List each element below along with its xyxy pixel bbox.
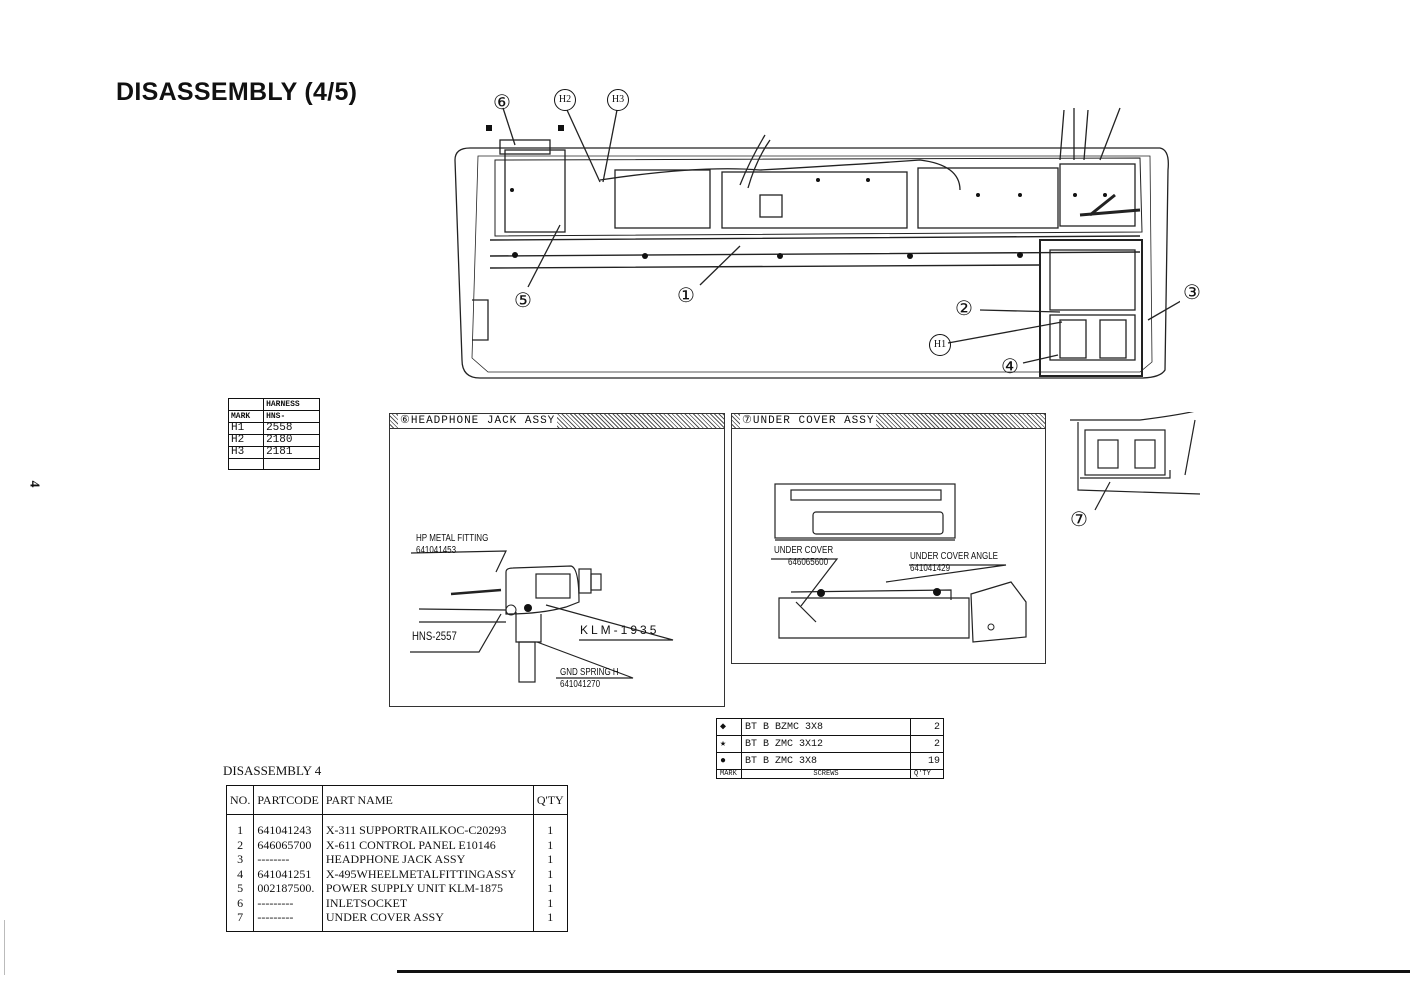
under-cover-label: UNDER COVER — [774, 545, 834, 556]
harness-mark: H3 — [227, 446, 265, 459]
screw-mark: ◆ — [716, 718, 742, 736]
callout-7: ⑦ — [1070, 509, 1088, 531]
screw-spec: BT B ZMC 3X12 — [741, 735, 911, 753]
screw-qty: 19 — [910, 752, 944, 770]
screw-qty: 2 — [910, 735, 944, 753]
screw-spec: BT B ZMC 3X8 — [741, 752, 911, 770]
callout-4: ④ — [1001, 356, 1019, 378]
harness-code: 2181 — [263, 446, 320, 459]
callout-2: ② — [955, 298, 973, 320]
hns-label: HNS-2557 — [412, 629, 457, 643]
gnd-spring-label: GND SPRING H — [560, 667, 619, 678]
harness-hns-header: HNS- — [263, 410, 320, 423]
screws-qty-footer: Q'TY — [910, 769, 944, 779]
harness-header: HARNESS — [263, 398, 320, 411]
under-cover-panel-header: ⑦UNDER COVER ASSY — [732, 414, 1045, 429]
callout-h1: H1 — [929, 334, 951, 356]
headphone-panel-title: ⑥HEADPHONE JACK ASSY — [398, 414, 558, 428]
screw-spec: BT B BZMC 3X8 — [741, 718, 911, 736]
col-no: NO. — [225, 785, 255, 815]
callout-h3: H3 — [607, 89, 629, 111]
hp-metal-fitting-code: 641041453 — [416, 545, 457, 556]
screws-mark-footer: MARK — [716, 769, 742, 779]
gnd-spring-code: 641041270 — [560, 679, 601, 690]
col-partname: PART NAME — [321, 785, 534, 815]
under-cover-panel-title: ⑦UNDER COVER ASSY — [740, 414, 877, 428]
main-assembly-drawing — [454, 107, 1180, 379]
screw-mark: ★ — [716, 735, 742, 753]
callout-1: ① — [677, 285, 695, 307]
col-partcode: PARTCODE — [253, 785, 323, 815]
klm-label: KLM-1935 — [580, 623, 660, 637]
screw-qty: 2 — [910, 718, 944, 736]
headphone-panel-header: ⑥HEADPHONE JACK ASSY — [390, 414, 724, 429]
under-cover-angle-code: 641041429 — [910, 563, 951, 574]
col-qty: Q'TY — [532, 785, 568, 815]
callout-3: ③ — [1183, 282, 1201, 304]
harness-mark: H1 — [227, 422, 265, 435]
parts-table-caption: DISASSEMBLY 4 — [223, 763, 322, 778]
under-cover-angle-label: UNDER COVER ANGLE — [910, 551, 999, 562]
under-cover-drawing — [771, 483, 1027, 643]
page-title: DISASSEMBLY (4/5) — [116, 78, 358, 106]
hp-metal-fitting-label: HP METAL FITTING — [416, 533, 489, 544]
screw-mark: ● — [716, 752, 742, 770]
under-cover-panel: ⑦UNDER COVER ASSY UNDER COVER 646065600 … — [731, 413, 1046, 664]
harness-mark-header: MARK — [227, 410, 265, 423]
headphone-jack-drawing — [410, 550, 674, 683]
margin-mark — [4, 920, 5, 975]
harness-mark: H2 — [227, 434, 265, 447]
bottom-rule — [397, 970, 1410, 973]
headphone-jack-panel: ⑥HEADPHONE JACK ASSY HP METAL FITTING 64… — [389, 413, 725, 707]
callout-6: ⑥ — [493, 92, 511, 114]
screws-footer: SCREWS — [741, 769, 911, 779]
harness-code: 2180 — [263, 434, 320, 447]
callout-h2: H2 — [554, 89, 576, 111]
page-number: 4 — [26, 480, 42, 488]
harness-code: 2558 — [263, 422, 320, 435]
callout-5: ⑤ — [514, 290, 532, 312]
under-cover-location-drawing — [1070, 412, 1201, 511]
under-cover-code: 646065600 — [788, 557, 829, 568]
